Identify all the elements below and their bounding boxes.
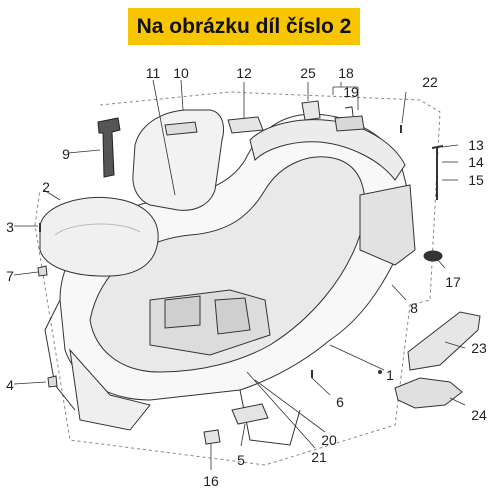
callout-3: 3 [6,219,14,235]
strap [97,117,121,178]
under-seat-body [44,113,416,446]
banner-text: Na obrázku díl číslo 2 [136,14,352,38]
callout-14: 14 [468,154,484,170]
callout-6: 6 [336,394,344,410]
callout-24: 24 [471,407,487,423]
callout-17: 17 [445,274,461,290]
bracket [334,115,365,132]
plug [203,429,221,445]
callout-1: 1 [386,367,394,383]
callout-19: 19 [343,84,359,100]
callout-7: 7 [6,268,14,284]
seat-liner [132,109,224,211]
callout-2: 2 [42,179,50,195]
callout-12: 12 [236,65,252,81]
callout-20: 20 [321,432,337,448]
plate [227,116,264,134]
heat-shield [394,377,463,409]
part-number-banner: Na obrázku díl číslo 2 [128,8,360,45]
pad [231,403,269,425]
side-cover [407,311,481,371]
clip-4 [47,375,58,388]
callout-9: 9 [62,146,70,162]
callout-25: 25 [300,65,316,81]
clip [301,100,321,121]
callout-8: 8 [410,300,418,316]
callout-16: 16 [203,473,219,489]
callout-4: 4 [6,377,14,393]
callout-15: 15 [468,172,484,188]
callout-23: 23 [471,340,487,356]
assembly-outline [34,91,441,466]
clip-7 [37,265,48,277]
callout-11: 11 [145,65,161,81]
callout-22: 22 [422,74,438,90]
callout-13: 13 [468,137,484,153]
callout-21: 21 [311,449,327,465]
callout-18: 18 [338,65,354,81]
callout-10: 10 [173,65,189,81]
floor-mat [39,196,159,277]
round-cap [423,250,443,262]
callout-5: 5 [237,452,245,468]
leader-lines [13,79,466,470]
